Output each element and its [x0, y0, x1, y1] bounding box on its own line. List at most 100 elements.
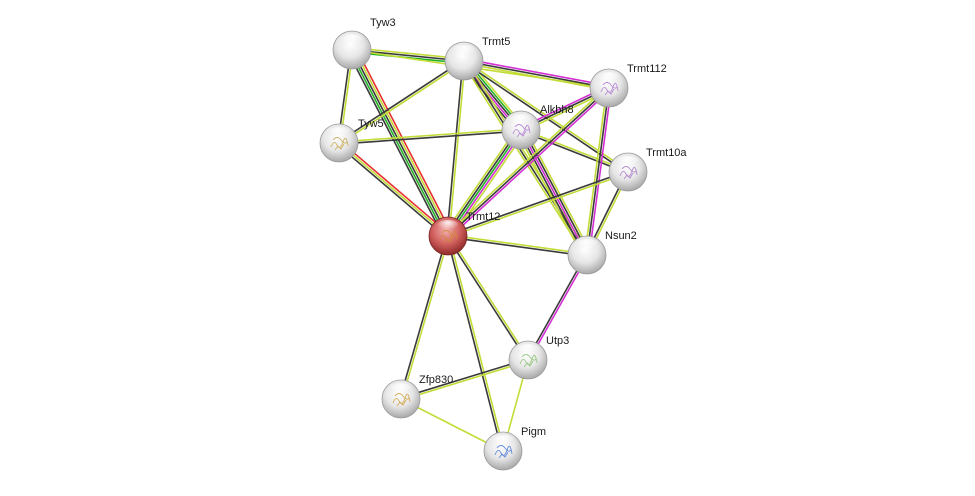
edge-line-experiments [528, 255, 589, 361]
edge-line-fusion [355, 47, 453, 235]
edge-line-coexpression [446, 236, 528, 362]
node-label: Zfp830 [419, 374, 453, 386]
edge-line-coexpression [586, 87, 610, 256]
edge-line-textmining [448, 234, 530, 360]
node-label: Trmt10a [646, 147, 687, 159]
edge-line-textmining [443, 127, 519, 234]
sphere-highlight [597, 72, 621, 86]
edge-line-coexpression [445, 128, 520, 236]
sphere-highlight [452, 45, 476, 59]
node-nsun2[interactable]: Nsun2 [567, 230, 637, 275]
edge-line-coexpression [522, 128, 590, 255]
edge-trmt12-nsun2[interactable] [447, 234, 588, 257]
edge-line-coexpression [526, 254, 587, 360]
edge-line-textmining [448, 235, 505, 451]
edge-trmt12-utp3[interactable] [446, 234, 530, 362]
node-label: Trmt5 [482, 36, 510, 48]
edge-line-coexpression [351, 49, 449, 237]
node-tyw5[interactable]: Tyw5 [319, 118, 384, 163]
edge-line-textmining [584, 87, 608, 255]
edge-line-coexpression [518, 130, 586, 257]
node-label: Alkbh8 [540, 104, 574, 116]
node-trmt112[interactable]: Trmt112 [589, 63, 667, 108]
edge-line-textmining [401, 360, 529, 401]
node-label: Tyw5 [358, 118, 384, 130]
edge-line-coexpression [463, 60, 610, 89]
node-pigm[interactable]: Pigm [483, 426, 546, 471]
edge-line-coexpression [347, 51, 445, 239]
edge-line-textmining [445, 85, 609, 235]
sphere-highlight [516, 344, 540, 358]
edge-line-coexpression [400, 358, 528, 399]
edge-trmt10a-trmt12[interactable] [447, 170, 629, 238]
node-zfp830[interactable]: Zfp830 [381, 374, 453, 419]
edge-line-neighborhood [447, 129, 522, 237]
sphere-highlight [340, 34, 364, 48]
edge-alkbh8-nsun2[interactable] [516, 127, 592, 258]
edge-line-coexpression [337, 144, 448, 239]
node-label: Utp3 [546, 335, 569, 347]
sphere-highlight [436, 220, 460, 234]
edge-line-coexpression [447, 87, 610, 237]
edge-line-textmining [461, 61, 586, 257]
edge-trmt12-pigm[interactable] [446, 235, 505, 452]
edge-line-textmining [524, 127, 592, 254]
edge-line-experiments [448, 89, 612, 239]
sphere-highlight [575, 239, 599, 253]
node-label: Pigm [521, 426, 546, 438]
edge-line-textmining [516, 131, 584, 258]
edge-line-coexpression [447, 170, 628, 236]
edge-line-coexpression [337, 59, 464, 143]
edge-line-textmining [353, 48, 451, 236]
node-layer: Tyw3Trmt5Trmt112Alkbh8Tyw5Trmt10aTrmt12N… [319, 17, 687, 471]
node-tyw3[interactable]: Tyw3 [332, 17, 396, 70]
edge-tyw5-alkbh8[interactable] [338, 128, 522, 145]
edge-line-textmining [339, 61, 466, 145]
edge-line-coexpression [447, 236, 587, 257]
edge-line-experiments [464, 58, 610, 87]
edge-trmt5-trmt112[interactable] [463, 58, 610, 91]
edge-nsun2-utp3[interactable] [526, 254, 589, 361]
edge-line-textmining [338, 128, 521, 143]
edge-utp3-zfp830[interactable] [400, 358, 529, 401]
sphere-highlight [616, 156, 640, 170]
edge-trmt12-zfp830[interactable] [399, 235, 450, 400]
edge-line-fusion [339, 140, 450, 235]
edge-line-coexpression [339, 130, 522, 145]
sphere-highlight [491, 435, 515, 449]
sphere-highlight [327, 127, 351, 141]
edge-line-experiments [588, 88, 612, 256]
edge-trmt5-trmt12[interactable] [446, 60, 466, 237]
edge-trmt5-nsun2[interactable] [461, 59, 590, 257]
edge-line-textmining [338, 142, 449, 237]
node-trmt12[interactable]: Trmt12 [428, 211, 500, 256]
node-trmt5[interactable]: Trmt5 [444, 36, 510, 81]
edge-trmt112-trmt12[interactable] [445, 85, 612, 239]
sphere-highlight [389, 383, 413, 397]
node-utp3[interactable]: Utp3 [508, 335, 569, 380]
node-label: Trmt112 [627, 63, 667, 75]
edge-line-coexpression [446, 60, 464, 236]
sphere-highlight [509, 114, 533, 128]
edge-line-textmining [448, 234, 588, 255]
edge-tyw3-trmt12[interactable] [347, 47, 453, 239]
edge-line-experiments [520, 129, 588, 256]
edge-line-neighborhood [349, 50, 447, 238]
edge-line-coexpression [399, 235, 448, 399]
edge-line-textmining [463, 62, 609, 91]
node-trmt10a[interactable]: Trmt10a [608, 147, 687, 192]
edge-trmt112-nsun2[interactable] [584, 87, 612, 256]
node-alkbh8[interactable]: Alkbh8 [501, 104, 574, 150]
edge-line-coexpression [463, 60, 588, 256]
edge-line-coexpression [446, 236, 503, 452]
edge-trmt5-tyw5[interactable] [337, 59, 466, 145]
edge-tyw5-trmt12[interactable] [337, 140, 450, 239]
node-label: Trmt12 [466, 211, 500, 223]
edge-line-textmining [448, 172, 629, 238]
edge-line-textmining [465, 59, 590, 255]
edge-line-textmining [401, 236, 450, 400]
node-label: Nsun2 [605, 230, 637, 242]
node-label: Tyw3 [370, 17, 396, 29]
edge-line-textmining [448, 61, 466, 237]
